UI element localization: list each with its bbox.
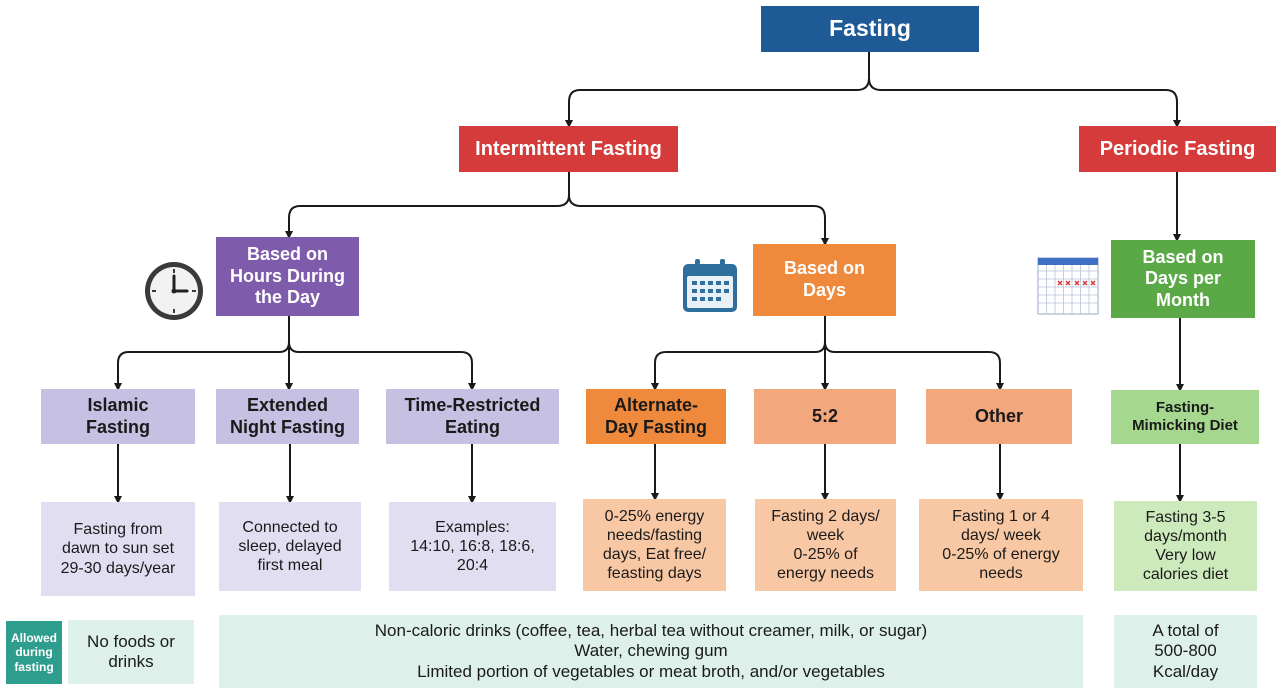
islamic-fasting-details: Fasting from dawn to sun set 29-30 days/…: [41, 502, 195, 596]
calendar-icon: [683, 259, 737, 312]
time-restricted-eating-label: Time-Restricted Eating: [404, 394, 541, 437]
extended-night-fasting-details: Connected to sleep, delayed first meal: [219, 502, 361, 591]
time-restricted-eating-details-text: Examples: 14:10, 16:8, 18:6, 20:4: [410, 518, 535, 575]
based-on-days-node: Based on Days: [753, 244, 896, 316]
other-node: Other: [926, 389, 1072, 444]
alternate-day-fasting-details: 0-25% energy needs/fasting days, Eat fre…: [583, 499, 726, 591]
month-calendar-icon: [1037, 257, 1099, 315]
alternate-day-fasting-details-text: 0-25% energy needs/fasting days, Eat fre…: [602, 507, 707, 583]
based-on-hours-node: Based on Hours During the Day: [216, 237, 359, 316]
allowed-islamic: No foods or drinks: [68, 620, 194, 684]
extended-night-fasting-details-text: Connected to sleep, delayed first meal: [238, 518, 342, 575]
fasting-root-label: Fasting: [829, 15, 911, 42]
based-on-hours-label: Based on Hours During the Day: [230, 244, 345, 308]
other-label: Other: [974, 405, 1023, 426]
other-details: Fasting 1 or 4 days/ week 0-25% of energ…: [919, 499, 1083, 591]
fasting-mimicking-diet-node: Fasting- Mimicking Diet: [1111, 390, 1259, 444]
allowed-islamic-text: No foods or drinks: [87, 631, 175, 671]
fasting-mimicking-diet-details: Fasting 3-5 days/month Very low calories…: [1114, 501, 1257, 591]
islamic-fasting-details-text: Fasting from dawn to sun set 29-30 days/…: [60, 521, 176, 577]
fasting-root-node: Fasting: [761, 6, 979, 52]
alternate-day-fasting-label: Alternate- Day Fasting: [604, 394, 708, 437]
intermittent-fasting-node: Intermittent Fasting: [459, 126, 678, 172]
five-two-node: 5:2: [754, 389, 896, 444]
islamic-fasting-label: Islamic Fasting: [85, 394, 150, 437]
extended-night-fasting-node: Extended Night Fasting: [216, 389, 359, 444]
other-details-text: Fasting 1 or 4 days/ week 0-25% of energ…: [942, 507, 1060, 583]
periodic-fasting-label: Periodic Fasting: [1099, 138, 1256, 160]
allowed-intermittent-text: Non-caloric drinks (coffee, tea, herbal …: [374, 620, 928, 681]
fasting-mimicking-diet-label: Fasting- Mimicking Diet: [1132, 399, 1238, 434]
time-restricted-eating-details: Examples: 14:10, 16:8, 18:6, 20:4: [389, 502, 556, 591]
five-two-label: 5:2: [811, 405, 838, 426]
based-on-days-per-month-node: Based on Days per Month: [1111, 240, 1255, 318]
allowed-during-fasting-label: Allowed during fasting: [6, 621, 62, 684]
allowed-fmd: A total of 500-800 Kcal/day: [1114, 615, 1257, 688]
islamic-fasting-node: Islamic Fasting: [41, 389, 195, 444]
alternate-day-fasting-node: Alternate- Day Fasting: [586, 389, 726, 444]
periodic-fasting-node: Periodic Fasting: [1079, 126, 1276, 172]
extended-night-fasting-label: Extended Night Fasting: [230, 394, 345, 437]
allowed-intermittent: Non-caloric drinks (coffee, tea, herbal …: [219, 615, 1083, 688]
fasting-mimicking-diet-details-text: Fasting 3-5 days/month Very low calories…: [1142, 508, 1229, 584]
intermittent-fasting-label: Intermittent Fasting: [475, 138, 662, 160]
clock-icon: [145, 262, 203, 320]
based-on-days-label: Based on Days: [783, 258, 866, 300]
five-two-details-text: Fasting 2 days/ week 0-25% of energy nee…: [771, 507, 880, 583]
based-on-days-per-month-label: Based on Days per Month: [1142, 246, 1224, 310]
five-two-details: Fasting 2 days/ week 0-25% of energy nee…: [755, 499, 896, 591]
time-restricted-eating-node: Time-Restricted Eating: [386, 389, 559, 444]
allowed-fmd-text: A total of 500-800 Kcal/day: [1152, 620, 1219, 681]
allowed-during-fasting-label-text: Allowed during fasting: [10, 630, 57, 674]
